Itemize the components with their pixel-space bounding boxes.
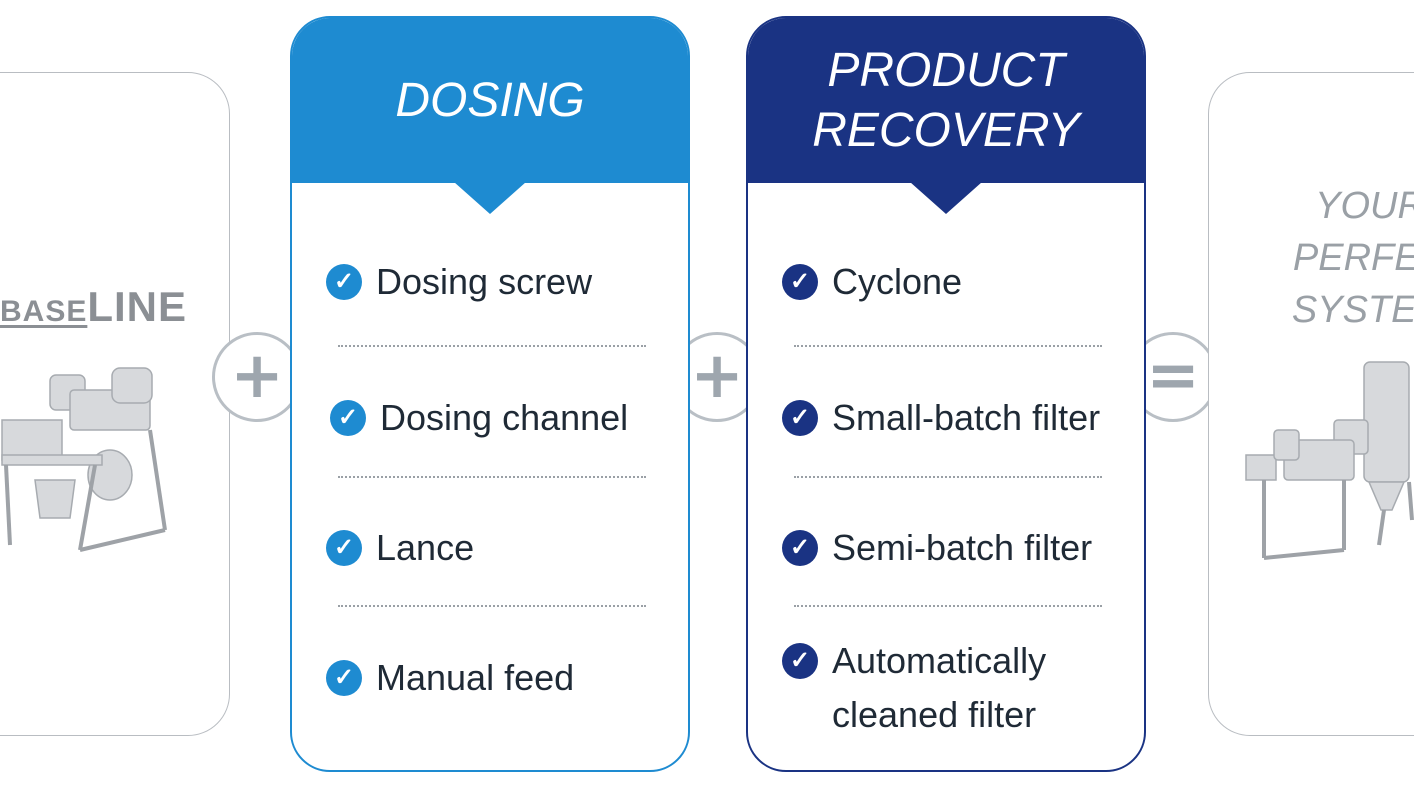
dosing-item: ✓ Lance — [326, 521, 474, 575]
baseline-machine-image — [1, 367, 167, 552]
divider — [794, 345, 1102, 347]
baseline-logo-part2: LINE — [87, 283, 188, 330]
divider — [338, 476, 646, 478]
dosing-item-label: Lance — [376, 527, 475, 568]
check-circle-icon: ✓ — [326, 264, 362, 300]
dosing-header-notch — [454, 182, 526, 214]
result-title: YOUR PERFEC SYSTEM — [1270, 180, 1414, 336]
divider — [338, 345, 646, 347]
recovery-title-line1: PRODUCT — [827, 43, 1065, 97]
result-title-line3: SYSTEM — [1291, 289, 1414, 331]
recovery-item-label: Cyclone — [832, 261, 963, 302]
baseline-logo-part1: BASE — [0, 295, 88, 328]
recovery-item-label: Small-batch filter — [832, 397, 1101, 438]
divider — [794, 605, 1102, 607]
dosing-item: ✓ Dosing screw — [326, 255, 592, 309]
check-circle-icon: ✓ — [782, 264, 818, 300]
check-circle-icon: ✓ — [782, 530, 818, 566]
divider — [338, 605, 646, 607]
recovery-header-notch — [910, 182, 982, 214]
dosing-header: DOSING — [292, 18, 688, 183]
dosing-card: DOSING ✓ Dosing screw ✓ Dosing channel ✓… — [290, 16, 690, 772]
dosing-item-label: Manual feed — [376, 657, 575, 698]
plus-operator-1: + — [212, 332, 302, 422]
recovery-item-label: Semi-batch filter — [832, 527, 1093, 568]
recovery-item: ✓ Semi-batch filter — [782, 521, 1092, 575]
dosing-item-label: Dosing channel — [380, 397, 629, 438]
divider — [794, 476, 1102, 478]
result-title-line1: YOUR — [1315, 185, 1414, 227]
check-circle-icon: ✓ — [330, 400, 366, 436]
recovery-title-line2: RECOVERY — [812, 103, 1080, 157]
recovery-item: ✓ Small-batch filter — [782, 391, 1100, 445]
product-recovery-card: PRODUCT RECOVERY ✓ Cyclone ✓ Small-batch… — [746, 16, 1146, 772]
dosing-item: ✓ Dosing channel — [330, 391, 628, 445]
dosing-item: ✓ Manual feed — [326, 651, 574, 705]
dosing-title: DOSING — [395, 73, 585, 127]
recovery-header: PRODUCT RECOVERY — [748, 18, 1144, 183]
recovery-item: ✓ Cyclone — [782, 255, 962, 309]
check-circle-icon: ✓ — [326, 530, 362, 566]
dosing-item-label: Dosing screw — [376, 261, 593, 302]
recovery-item-label-line2: cleaned filter — [832, 694, 1037, 735]
check-circle-icon: ✓ — [326, 660, 362, 696]
baseline-logo: BASELINE — [0, 283, 187, 331]
check-circle-icon: ✓ — [782, 400, 818, 436]
check-circle-icon: ✓ — [782, 643, 818, 679]
recovery-item-label-line1: Automatically — [832, 640, 1047, 681]
recovery-item: ✓ Automatically cleaned filter — [782, 634, 1046, 742]
complete-system-machine-image — [1245, 361, 1414, 560]
recovery-item-label-multiline: Automatically cleaned filter — [832, 634, 1046, 742]
result-title-line2: PERFEC — [1292, 237, 1414, 279]
